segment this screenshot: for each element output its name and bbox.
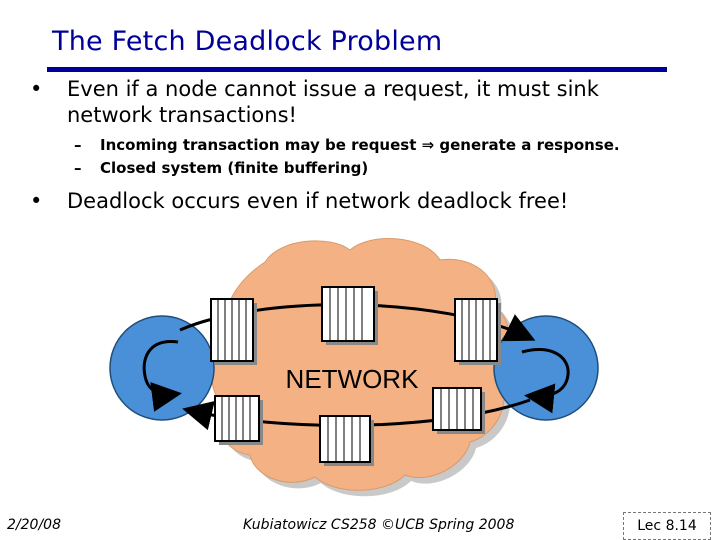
queue-buffer: [454, 298, 501, 365]
footer-date: 2/20/08: [7, 517, 61, 533]
queue-buffer: [321, 286, 378, 345]
queue-buffer: [214, 395, 263, 445]
left-node: [109, 315, 215, 421]
subbullet-2-text: Closed system (finite buffering): [100, 159, 369, 177]
subbullet-1: –Incoming transaction may be request ⇒ g…: [74, 134, 620, 156]
bullet-1: • Even if a node cannot issue a request,…: [30, 76, 690, 128]
footer-course: Kubiatowicz CS258 ©UCB Spring 2008: [243, 517, 515, 533]
subbullet-1-text: Incoming transaction may be request ⇒ ge…: [100, 136, 620, 154]
network-diagram: NETWORK: [109, 238, 599, 497]
footer-page-number: Lec 8.14: [623, 512, 711, 540]
slide-title: The Fetch Deadlock Problem: [52, 26, 443, 57]
subbullet-2: –Closed system (finite buffering): [74, 157, 368, 179]
bullet-dot: •: [30, 77, 43, 101]
subbullet-dash: –: [74, 136, 82, 154]
bullet-1-text: Even if a node cannot issue a request, i…: [67, 77, 599, 127]
bullet-2: • Deadlock occurs even if network deadlo…: [30, 188, 690, 214]
left-node-loop: [142, 340, 182, 412]
queue-buffer: [319, 415, 374, 466]
network-label: NETWORK: [286, 364, 420, 394]
queue-buffer: [432, 387, 485, 434]
title-rule: [47, 67, 667, 72]
subbullet-dash: –: [74, 159, 82, 177]
bullet-2-text: Deadlock occurs even if network deadlock…: [67, 189, 569, 213]
queue-buffer: [210, 298, 257, 365]
right-node: [493, 315, 599, 421]
right-node-loop: [521, 347, 570, 414]
bullet-dot: •: [30, 189, 43, 213]
